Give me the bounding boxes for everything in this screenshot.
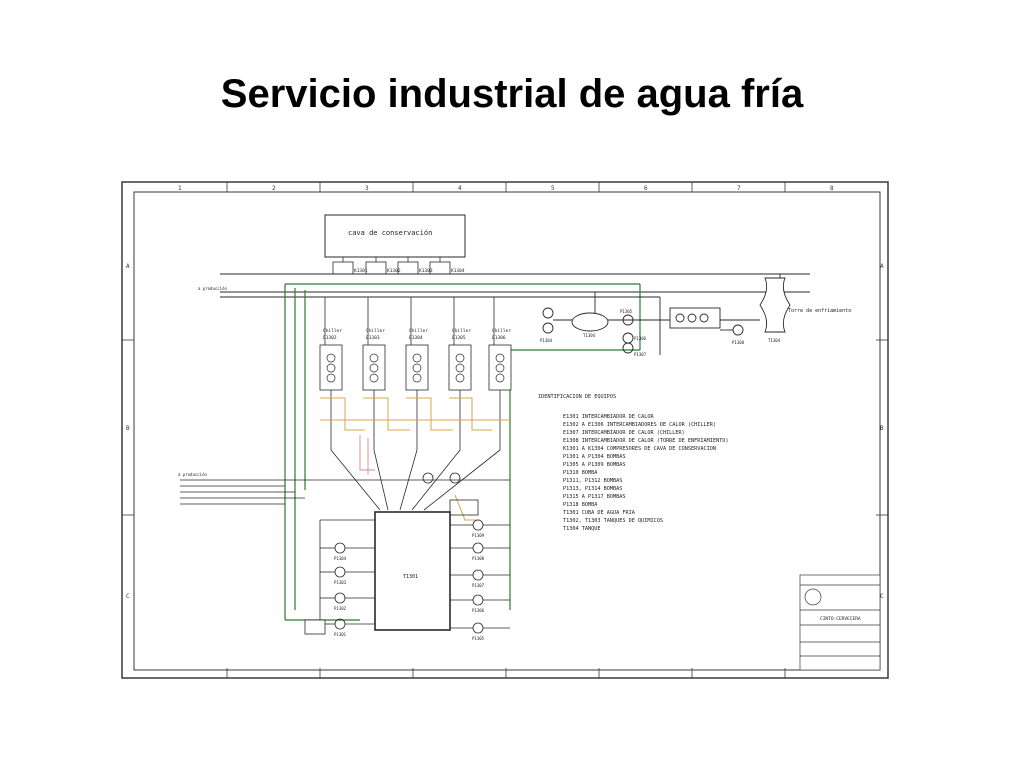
cava-label: cava de conservación — [348, 229, 432, 237]
left-pump-label-4: P1301 — [334, 632, 347, 637]
legend-item-11: P1315 A P1317 BOMBAS — [563, 494, 625, 500]
main-tank-label: T1301 — [403, 574, 418, 580]
right-pump-label-3: P1307 — [472, 583, 485, 588]
chiller-3-label: Chiller — [409, 328, 428, 334]
chiller-4-label: Chiller — [452, 328, 471, 334]
exchanger-box — [669, 307, 721, 329]
legend-item-14: T1302, T1303 TANQUES DE QUIMICOS — [563, 518, 663, 524]
compressor-label-3: K1303 — [419, 268, 433, 274]
legend-item-4: E1308 INTERCAMBIADOR DE CALOR (TORRE DE … — [563, 438, 729, 444]
pump-label-top-3: P1306 — [634, 336, 647, 341]
grid-col-6: 6 — [644, 185, 648, 192]
grid-col-2: 2 — [272, 185, 276, 192]
torre-label: Torre de enfriamiento — [788, 308, 851, 314]
main-tank-t1301 — [374, 511, 451, 631]
right-pump-label-4: P1306 — [472, 608, 485, 613]
chiller-5-label: Chiller — [492, 328, 511, 334]
right-pumps — [450, 519, 510, 634]
chiller-4 — [448, 344, 472, 391]
left-pump-label-1: P1304 — [334, 556, 347, 561]
company-logo — [804, 588, 822, 606]
right-pump-label-1: P1309 — [472, 533, 485, 538]
slide-title: Servicio industrial de agua fría — [220, 72, 804, 116]
title-block-name: CINTO-CERVECERA — [820, 616, 861, 622]
grid-row-c-left: C — [126, 593, 130, 600]
legend-item-6: P1301 A P1304 BOMBAS — [563, 454, 625, 460]
pump-label-top-1: P1304 — [540, 338, 553, 343]
legend-title: IDENTIFICACION DE EQUIPOS — [538, 394, 616, 400]
chiller-5-id: E1306 — [492, 335, 506, 341]
produccion-label-top: a producción — [198, 286, 227, 291]
chiller-2-id: E1303 — [366, 335, 380, 341]
chiller-1-id: E1302 — [323, 335, 337, 341]
outer-frame — [121, 181, 889, 679]
grid-row-b-right: B — [880, 425, 884, 432]
grid-col-5: 5 — [551, 185, 555, 192]
grid-col-8: 8 — [830, 185, 834, 192]
grid-row-b-left: B — [126, 425, 130, 432]
grid-col-7: 7 — [737, 185, 741, 192]
legend-item-5: K1301 A K1304 COMPRESORES DE CAVA DE CON… — [563, 446, 716, 452]
left-input-lines — [180, 479, 510, 505]
orange-lines — [320, 397, 510, 521]
bottom-exchanger — [304, 619, 326, 635]
chiller-group — [319, 344, 512, 391]
compressor-label-4: K1304 — [451, 268, 465, 274]
legend-item-7: P1305 A P1309 BOMBAS — [563, 462, 625, 468]
chiller-2-label: Chiller — [366, 328, 385, 334]
grid-row-a-right: A — [880, 263, 884, 270]
grid-col-1: 1 — [178, 185, 182, 192]
compressor-label-1: K1301 — [354, 268, 368, 274]
grid-row-a-left: A — [126, 263, 130, 270]
legend-item-12: P1318 BOMBA — [563, 502, 598, 508]
title-block — [799, 574, 881, 671]
chiller-5 — [488, 344, 512, 391]
pump-label-top-5: P1308 — [732, 340, 745, 345]
legend-item-8: P1310 BOMBA — [563, 470, 598, 476]
inner-frame — [133, 191, 881, 671]
middle-pumps — [422, 472, 479, 516]
cooling-tower — [759, 277, 791, 333]
left-pump-label-3: P1302 — [334, 606, 347, 611]
pump-label-top-4: P1307 — [634, 352, 647, 357]
cava-box — [324, 214, 466, 258]
legend: IDENTIFICACION DE EQUIPOS E1301 INTERCAM… — [538, 394, 729, 532]
piping-diagram: A B C A B C 1 2 3 4 5 6 7 8 cava de cons… — [121, 181, 889, 679]
right-pump-label-2: P1308 — [472, 556, 485, 561]
grid-col-3: 3 — [365, 185, 369, 192]
green-lines — [284, 283, 641, 621]
pink-lines — [359, 435, 375, 475]
grid-col-4: 4 — [458, 185, 462, 192]
left-pump-label-2: P1303 — [334, 580, 347, 585]
tank-t1304-label: T1304 — [583, 333, 596, 338]
legend-item-10: P1313, P1314 BOMBAS — [563, 486, 622, 492]
chiller-3-id: E1304 — [409, 335, 423, 341]
bullet-marker: . — [196, 172, 200, 188]
legend-item-2: E1302 A E1306 INTERCAMBIADORES DE CALOR … — [563, 422, 716, 428]
legend-item-1: E1301 INTERCAMBIADOR DE CALOR — [563, 414, 654, 420]
chiller-3 — [405, 344, 429, 391]
produccion-label: a producción — [178, 472, 207, 477]
chiller-4-id: E1305 — [452, 335, 466, 341]
grid-row-c-right: C — [880, 593, 884, 600]
torre-tank-label: T1304 — [768, 338, 781, 343]
compressor-label-2: K1302 — [387, 268, 401, 274]
left-pumps — [319, 519, 375, 630]
legend-item-13: T1301 CUBA DE AGUA FRIA — [563, 510, 636, 516]
cooling-section — [540, 274, 781, 355]
pump-label-top-2: P1305 — [620, 309, 633, 314]
chiller-2 — [362, 344, 386, 391]
tank-t1304 — [571, 312, 609, 332]
right-pump-label-5: P1305 — [472, 636, 485, 641]
legend-item-15: T1304 TANQUE — [563, 526, 600, 532]
chiller-1 — [319, 344, 343, 391]
grid-ticks — [122, 182, 888, 678]
legend-item-9: P1311, P1312 BOMBAS — [563, 478, 622, 484]
chiller-1-label: Chiller — [323, 328, 342, 334]
legend-item-3: E1307 INTERCAMBIADOR DE CALOR (CHILLER) — [563, 430, 685, 436]
